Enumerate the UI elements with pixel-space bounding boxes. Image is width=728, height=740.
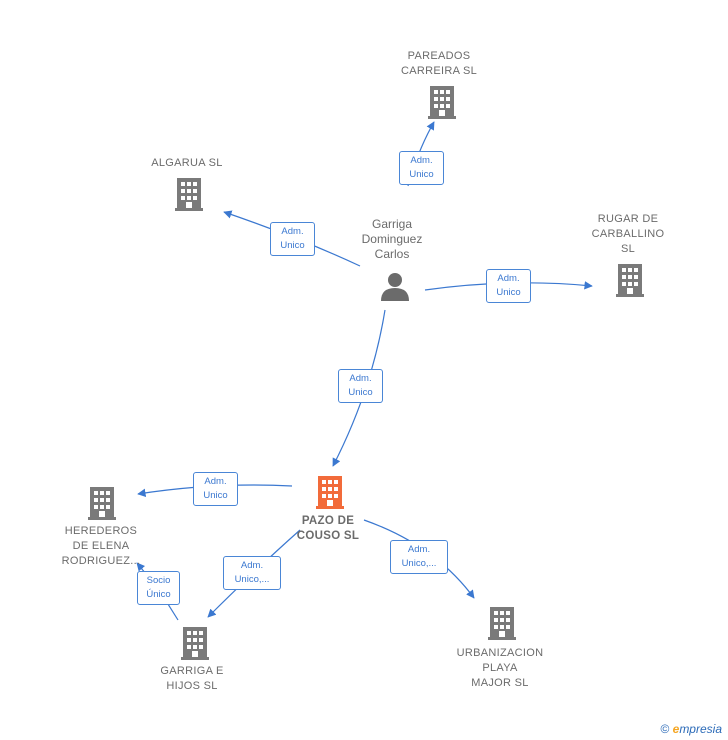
- edge-label-to-rugar[interactable]: Adm. Unico: [486, 269, 531, 303]
- edge-label-pazo-to-herederos[interactable]: Adm. Unico: [193, 472, 238, 506]
- company-label-urbanizacion[interactable]: URBANIZACION PLAYA MAJOR SL: [456, 647, 544, 689]
- building-icon-pareados[interactable]: [428, 86, 456, 119]
- building-icon-garriga-hijos[interactable]: [181, 627, 209, 660]
- copyright-icon: ©: [660, 722, 670, 736]
- brand-logo-e: e: [672, 722, 680, 736]
- edge-label-to-pareados[interactable]: Adm. Unico: [399, 151, 444, 185]
- person-icon[interactable]: [381, 273, 409, 301]
- edge-label-to-pazo[interactable]: Adm. Unico: [338, 369, 383, 403]
- edge-label-pazo-to-garriga[interactable]: Adm. Unico,...: [223, 556, 281, 590]
- company-label-garriga-hijos[interactable]: GARRIGA E HIJOS SL: [160, 665, 224, 692]
- edge-label-pazo-to-urbanizacion[interactable]: Adm. Unico,...: [390, 540, 448, 574]
- building-icon-herederos[interactable]: [88, 487, 116, 520]
- building-icon-pazo[interactable]: [316, 476, 344, 509]
- company-label-rugar[interactable]: RUGAR DE CARBALLINO SL: [591, 213, 665, 255]
- edge-label-to-algarua[interactable]: Adm. Unico: [270, 222, 315, 256]
- brand-logo-text: mpresia: [679, 722, 722, 736]
- company-label-herederos[interactable]: HEREDEROS DE ELENA RODRIGUEZ...: [61, 525, 141, 567]
- person-name[interactable]: Garriga Dominguez Carlos: [361, 217, 423, 261]
- edge-label-garriga-to-herederos[interactable]: Socio Único: [137, 571, 180, 605]
- company-label-pareados[interactable]: PAREADOS CARREIRA SL: [400, 50, 478, 77]
- footer-brand: © empresia: [660, 722, 722, 736]
- building-icon-rugar[interactable]: [616, 264, 644, 297]
- company-label-algarua[interactable]: ALGARUA SL: [151, 157, 223, 169]
- company-label-pazo[interactable]: PAZO DE COUSO SL: [296, 515, 360, 542]
- building-icon-urbanizacion[interactable]: [488, 607, 516, 640]
- building-icon-algarua[interactable]: [175, 178, 203, 211]
